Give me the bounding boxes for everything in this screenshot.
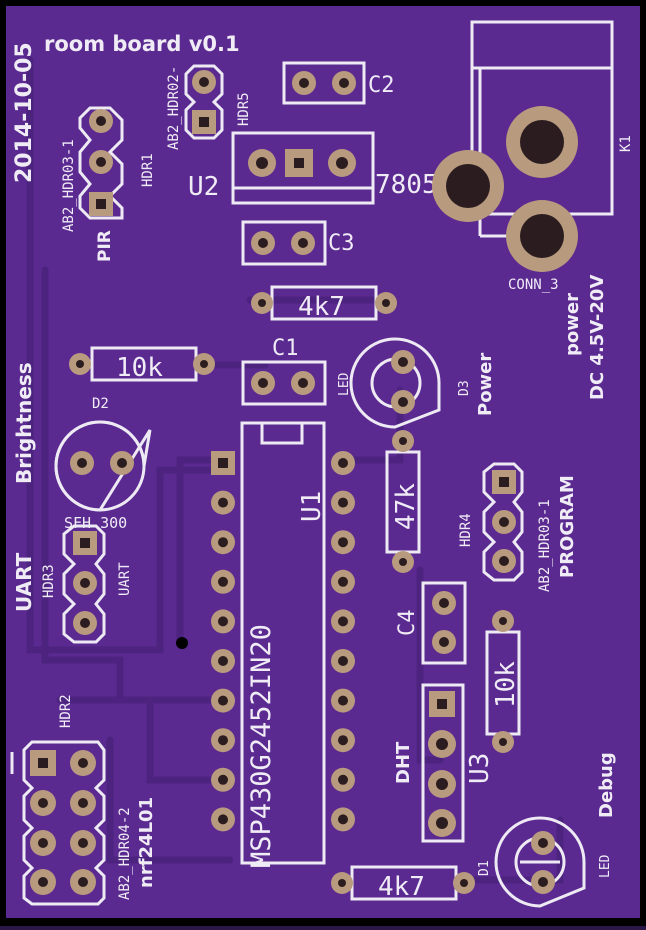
- conn-label: CONN_3: [508, 277, 559, 293]
- c1-capacitor: [241, 360, 327, 406]
- program-label: PROGRAM: [557, 475, 578, 578]
- c2-label: C2: [368, 73, 395, 98]
- r-10k-left-label: 10k: [116, 353, 163, 383]
- r-4k7-bottom: [331, 865, 475, 901]
- debug-label: Debug: [596, 752, 617, 818]
- u1-pin-hole: [338, 537, 348, 548]
- u1-pin-hole: [218, 695, 228, 706]
- u1-pin-hole: [218, 497, 228, 508]
- via: [176, 637, 188, 649]
- r-10k-right-label: 10k: [491, 661, 521, 708]
- u1-pin-hole: [218, 656, 228, 666]
- u1-pin-hole: [338, 774, 348, 785]
- hdr5-label: HDR5: [236, 92, 252, 126]
- hdr1-label: HDR1: [140, 153, 156, 187]
- d1-led-label: LED: [598, 854, 613, 878]
- d1-debug-led: [494, 816, 586, 908]
- r-10k-left: [69, 346, 215, 382]
- copper-traces: [26, 56, 564, 884]
- u1-pin-hole: [338, 616, 348, 627]
- u1-pin-hole: [218, 576, 228, 587]
- uart-title-label: UART: [12, 552, 36, 612]
- u1-pin-hole: [338, 695, 348, 706]
- hdr1-pir-header: [78, 106, 124, 220]
- c1-label: C1: [272, 336, 299, 361]
- c4-capacitor: [421, 581, 467, 665]
- u1-pin-hole: [338, 458, 348, 468]
- r-4k7-bottom-label: 4k7: [378, 872, 425, 902]
- k1-label: K1: [618, 135, 634, 152]
- nrf-label: nrf24L01: [136, 797, 157, 888]
- hdr2-label: HDR2: [58, 694, 74, 728]
- u1-pins: [211, 451, 355, 832]
- u1-microcontroller: [240, 421, 326, 865]
- r-4k7-top-label: 4k7: [298, 292, 345, 322]
- d1-label: D1: [477, 860, 492, 876]
- hdr03-pir-label: AB2_HDR03-1: [61, 139, 77, 232]
- u1-pin-hole: [218, 735, 228, 746]
- c4-label: C4: [395, 610, 420, 637]
- c3-capacitor: [241, 220, 327, 266]
- u1-pin-hole: [218, 774, 228, 785]
- u1-pin-hole: [338, 735, 348, 746]
- u1-pin-hole: [218, 537, 228, 548]
- d3-led-label: LED: [337, 372, 352, 396]
- hdr03-prog-label: AB2_HDR03-1: [537, 499, 553, 592]
- r-47k: [385, 430, 421, 573]
- r-4k7-top: [251, 285, 397, 321]
- u3-label: U3: [465, 753, 495, 784]
- u1-label: U1: [297, 491, 327, 522]
- sfh-label: SFH 300: [64, 514, 127, 532]
- hdr04-label: AB2_HDR04-2: [117, 807, 133, 900]
- brightness-label: Brightness: [12, 362, 36, 484]
- u1-pin-hole: [338, 814, 348, 825]
- pir-label: PIR: [95, 230, 115, 262]
- d3-name-label: Power: [475, 353, 496, 416]
- d2-label: D2: [92, 396, 109, 412]
- regulator-label: 7805: [375, 170, 438, 200]
- k1-power-jack: [432, 20, 614, 272]
- hdr4-program-header: [482, 462, 524, 582]
- c3-label: C3: [328, 231, 355, 256]
- voltage-label: DC 4.5V-20V: [587, 275, 608, 400]
- d3-label: D3: [457, 380, 472, 396]
- mcu-label: MSP430G2452IN20: [246, 624, 277, 868]
- c2-capacitor: [282, 61, 366, 105]
- u1-pin-hole: [218, 814, 228, 825]
- u1-pin-hole: [338, 576, 348, 587]
- hdr02-label: AB2_HDR02-: [166, 66, 182, 150]
- hdr5-header: [184, 64, 224, 140]
- u1-pin-hole: [338, 497, 348, 508]
- u1-pin-hole: [218, 616, 228, 627]
- board-date: 2014-10-05: [12, 42, 37, 183]
- d2-sensor: [54, 420, 152, 512]
- u2-regulator: [231, 131, 375, 205]
- u2-label: U2: [188, 172, 219, 202]
- d3-power-led: [349, 337, 441, 429]
- hdr2-nrf-header: [22, 740, 106, 906]
- hdr3-uart-header: [62, 524, 106, 644]
- r-47k-label: 47k: [391, 483, 421, 530]
- hdr3-label: HDR3: [41, 564, 57, 598]
- board-title: room board v0.1: [44, 32, 240, 56]
- hdr4-label: HDR4: [458, 513, 474, 547]
- power-label: power: [562, 293, 583, 356]
- uart-small-label: UART: [117, 562, 133, 596]
- dht-label: DHT: [393, 741, 414, 784]
- u1-pin-hole: [338, 656, 348, 666]
- r-10k-right: [485, 610, 521, 753]
- u3-dht-sensor: [421, 683, 465, 843]
